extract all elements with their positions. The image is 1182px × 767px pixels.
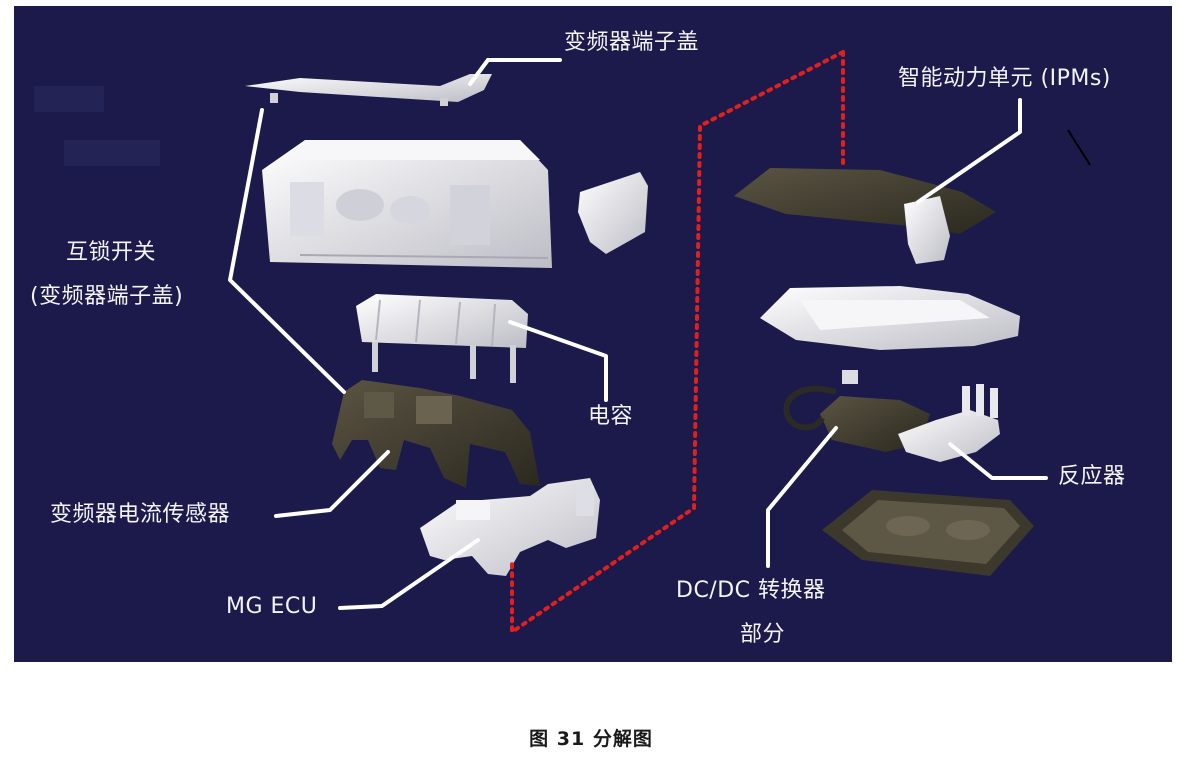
leader-current-sensor bbox=[274, 450, 390, 518]
dcdc-tray-part bbox=[760, 286, 1020, 350]
bracket-part bbox=[578, 172, 648, 254]
label-current-sensor: 变频器电流传感器 bbox=[50, 502, 231, 527]
mg-ecu-part bbox=[420, 478, 600, 576]
label-interlock-switch-sub: (变频器端子盖) bbox=[30, 284, 184, 309]
label-dcdc-converter: DC/DC 转换器 bbox=[676, 578, 826, 603]
current-sensor-part bbox=[332, 380, 540, 488]
bottom-pan-part bbox=[822, 490, 1034, 576]
inverter-terminal-cover-part bbox=[245, 74, 492, 106]
leader-ipms bbox=[916, 98, 1022, 204]
reactor-part bbox=[898, 384, 1000, 462]
label-mg-ecu: MG ECU bbox=[226, 594, 318, 619]
leader-reactor bbox=[948, 442, 1048, 480]
artifact-mark bbox=[1067, 129, 1091, 166]
artifact-box-top bbox=[34, 86, 104, 112]
inverter-case-part bbox=[262, 140, 552, 268]
leader-capacitor bbox=[508, 320, 608, 402]
artifact-box-bottom bbox=[64, 140, 160, 166]
label-ipms: 智能动力单元 (IPMs) bbox=[898, 66, 1111, 91]
leader-interlock bbox=[228, 108, 346, 394]
label-interlock-switch: 互锁开关 bbox=[66, 240, 157, 265]
label-dcdc-part: 部分 bbox=[740, 622, 786, 647]
capacitor-part bbox=[356, 294, 528, 383]
label-capacitor: 电容 bbox=[588, 404, 634, 429]
label-inverter-terminal-cover: 变频器端子盖 bbox=[564, 30, 700, 55]
leader-lines bbox=[228, 58, 1048, 610]
ipms-part bbox=[734, 168, 996, 264]
leader-mg-ecu bbox=[338, 538, 480, 610]
dotted-boundary-path bbox=[510, 50, 845, 636]
leader-dcdc bbox=[766, 426, 838, 568]
figure-caption: 图 31 分解图 bbox=[529, 728, 653, 750]
label-reactor: 反应器 bbox=[1058, 464, 1126, 489]
